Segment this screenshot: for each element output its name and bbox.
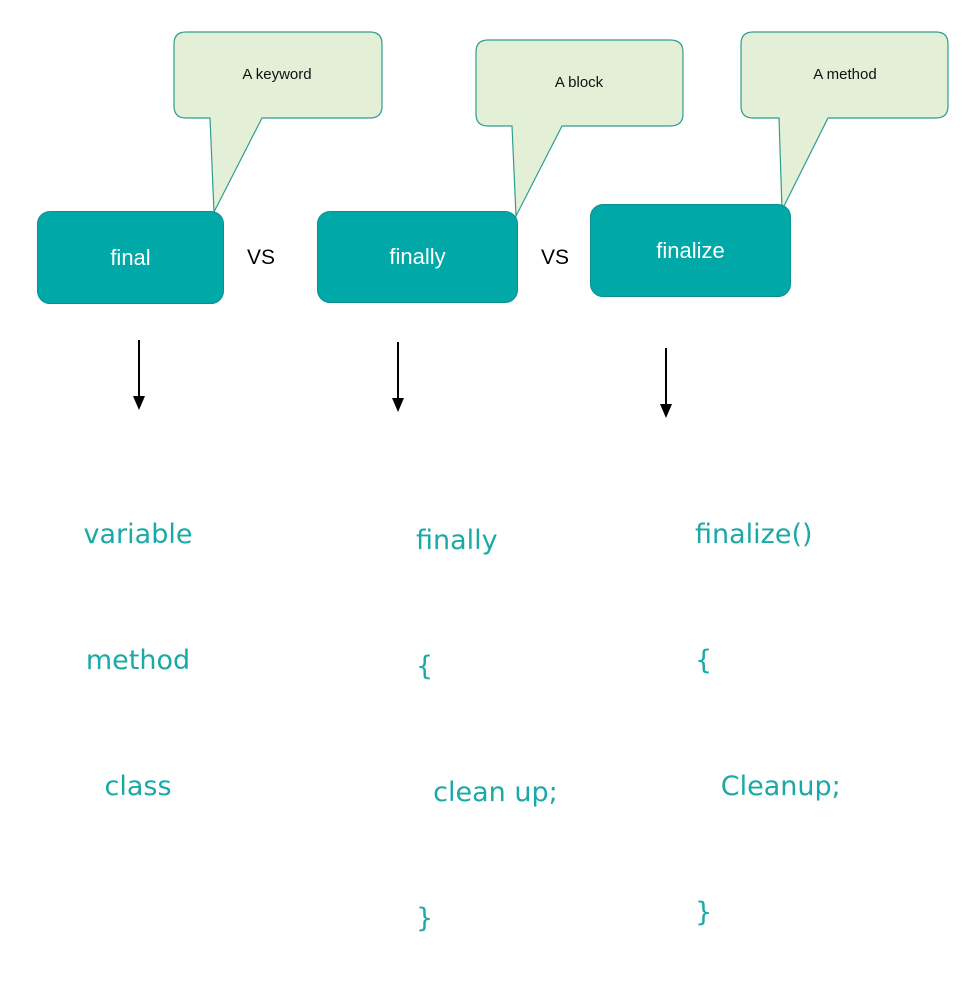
finalize-box: finalize: [590, 204, 791, 297]
finalize-code-line: }: [695, 897, 713, 928]
callout-final: A keyword: [173, 31, 383, 215]
callout-final-text: A keyword: [242, 66, 311, 83]
arrow-finally: [392, 342, 404, 412]
final-use-method: method: [85, 645, 191, 676]
finally-code-line: clean up;: [416, 777, 558, 808]
callout-finally-text: A block: [555, 74, 604, 91]
final-uses: variable method class: [68, 430, 208, 850]
diagram-canvas: A keyword A block A method: [133, 31, 949, 418]
finalize-code-line: finalize(): [695, 519, 813, 550]
vs-label-1: VS: [247, 246, 276, 269]
arrow-final: [133, 340, 145, 410]
final-box: final: [37, 211, 224, 304]
callout-finalize: A method: [740, 31, 949, 211]
callout-finally: A block: [475, 39, 684, 219]
finally-code-line: }: [416, 903, 434, 934]
finally-code-line: {: [416, 651, 434, 682]
final-use-class: class: [104, 771, 172, 802]
finally-code: finally { clean up; }: [416, 436, 558, 982]
finalize-code-line: Cleanup;: [695, 771, 841, 802]
callout-finalize-text: A method: [813, 66, 876, 83]
final-use-variable: variable: [83, 519, 193, 550]
vs-label-2: VS: [541, 246, 570, 269]
finally-box: finally: [317, 211, 518, 303]
finalize-code-line: {: [695, 645, 713, 676]
arrow-finalize: [660, 348, 672, 418]
finalize-code: finalize() { Cleanup; }: [695, 430, 841, 976]
finally-code-line: finally: [416, 525, 498, 556]
